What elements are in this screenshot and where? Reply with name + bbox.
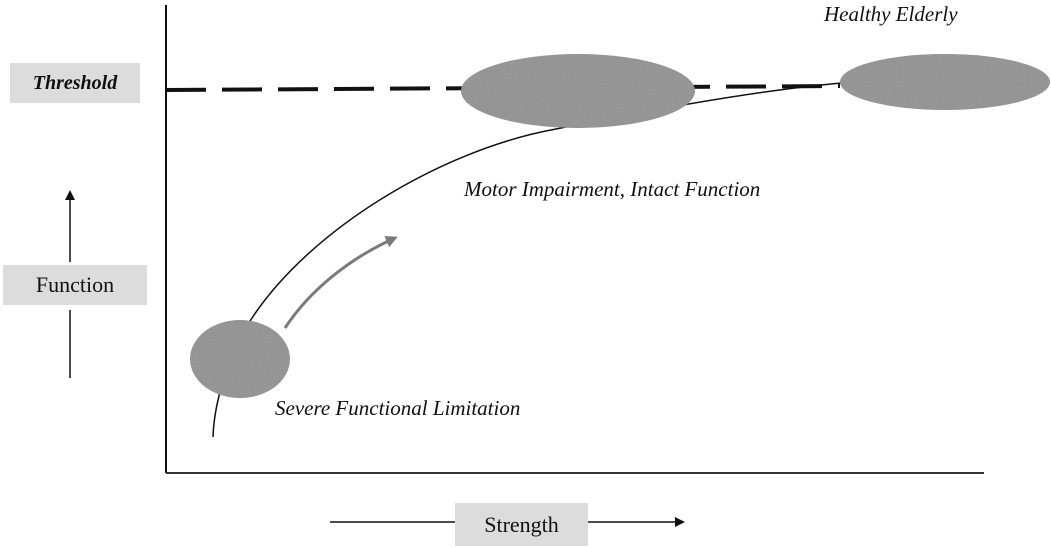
function-curve <box>212 82 843 438</box>
severe-limitation-label: Severe Functional Limitation <box>275 396 521 420</box>
ellipse-healthy <box>840 54 1050 110</box>
y-axis-label: Function <box>3 265 147 305</box>
ellipse-severe <box>190 320 290 398</box>
ellipse-motor <box>461 54 695 128</box>
x-axis-label-text: Strength <box>484 511 559 537</box>
y-axis-label-text: Function <box>35 272 115 297</box>
healthy-elderly-label: Healthy Elderly <box>824 2 958 26</box>
x-axis-label: Strength <box>455 503 588 546</box>
motor-impairment-label: Motor Impairment, Intact Function <box>464 177 761 201</box>
progress-arrow <box>283 236 398 329</box>
threshold-label-text: Threshold <box>32 71 118 94</box>
threshold-label: Threshold <box>10 63 140 103</box>
